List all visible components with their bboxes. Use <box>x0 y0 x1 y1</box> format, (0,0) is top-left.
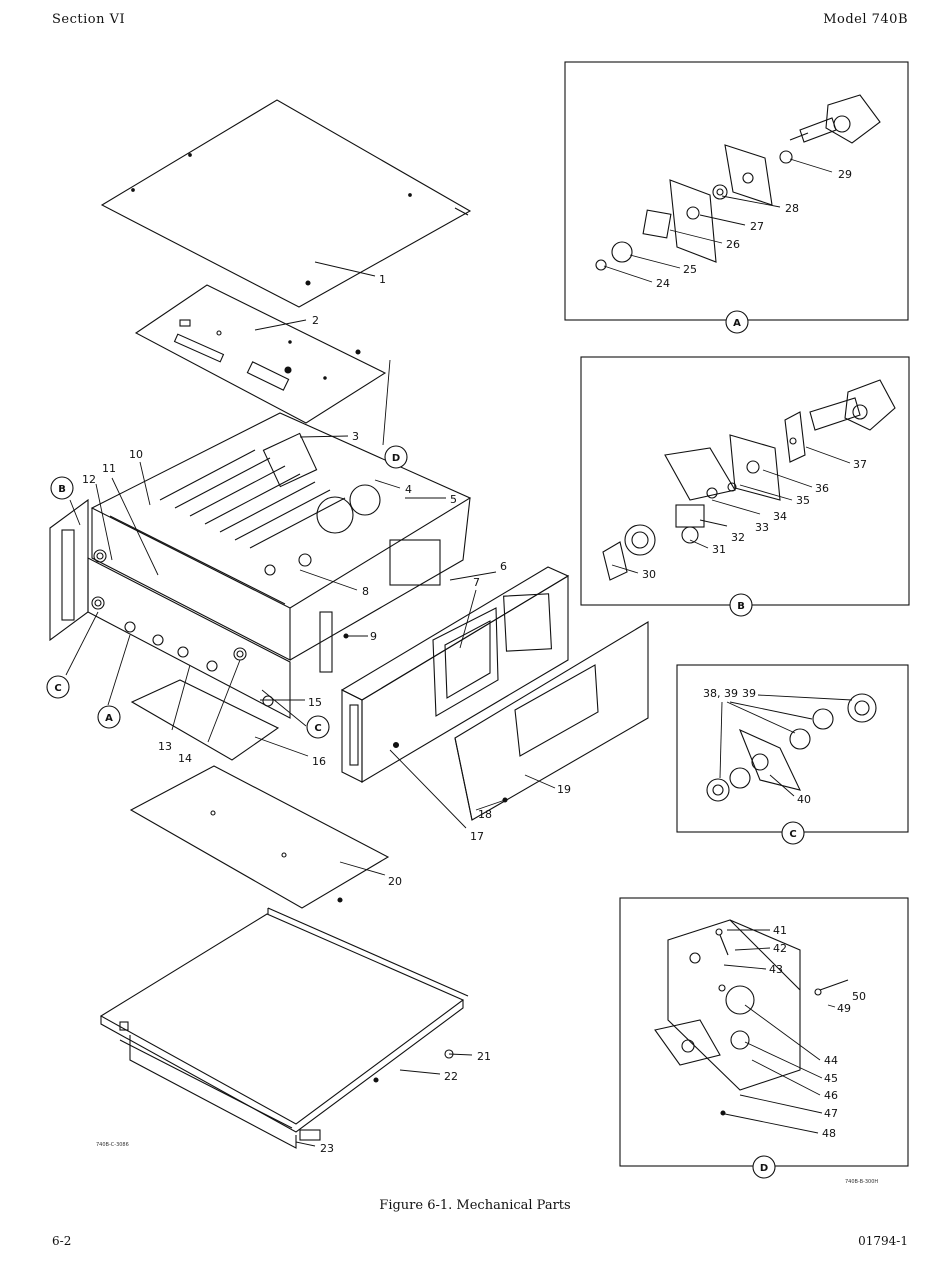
callout-18: 18 <box>478 808 492 821</box>
bottom-tray <box>101 908 468 1148</box>
callout-23: 23 <box>320 1142 334 1155</box>
detail-b-assembly <box>603 380 895 580</box>
svg-text:B: B <box>58 484 66 495</box>
callout-13: 13 <box>158 740 172 753</box>
callout-31: 31 <box>712 543 726 556</box>
callout-3: 3 <box>352 430 359 443</box>
callout-8: 8 <box>362 585 369 598</box>
callout-36: 36 <box>815 482 829 495</box>
callout-44: 44 <box>824 1054 838 1067</box>
ref-marker-c-left: C <box>47 676 69 698</box>
callout-9: 9 <box>370 630 377 643</box>
callout-50: 50 <box>852 990 866 1003</box>
figure-caption: Figure 6-1. Mechanical Parts <box>0 1198 950 1213</box>
main-chassis <box>92 413 470 672</box>
cover-screw <box>306 281 310 285</box>
drawing-number-detail: 740B-B-300H <box>845 1179 878 1185</box>
callout-29: 29 <box>838 168 852 181</box>
callout-30: 30 <box>642 568 656 581</box>
small-plate <box>132 680 278 760</box>
callout-15: 15 <box>308 696 322 709</box>
detail-marker-c: C <box>782 822 804 844</box>
detail-frame-b <box>581 357 909 605</box>
svg-text:D: D <box>760 1163 768 1174</box>
callout-20: 20 <box>388 875 402 888</box>
side-panel <box>455 622 648 820</box>
detail-marker-d: D <box>753 1156 775 1178</box>
callout-1: 1 <box>379 273 386 286</box>
callout-40: 40 <box>797 793 811 806</box>
svg-text:B: B <box>737 601 745 612</box>
detail-frame-a <box>565 62 908 320</box>
callout-38-39: 38, 39 <box>703 687 738 700</box>
callout-43: 43 <box>769 963 783 976</box>
ref-marker-d-main: D <box>385 446 407 468</box>
bottom-cover <box>131 766 388 908</box>
callout-49: 49 <box>837 1002 851 1015</box>
detail-frame-d <box>620 898 908 1166</box>
top-cover <box>102 100 470 307</box>
document-number: 01794-1 <box>858 1234 908 1248</box>
callout-26: 26 <box>726 238 740 251</box>
callout-21: 21 <box>477 1050 491 1063</box>
ref-marker-b-main: B <box>51 477 73 499</box>
inner-shield-plate <box>136 285 385 423</box>
callout-47: 47 <box>824 1107 838 1120</box>
callout-28: 28 <box>785 202 799 215</box>
callout-45: 45 <box>824 1072 838 1085</box>
callout-12: 12 <box>82 473 96 486</box>
svg-text:A: A <box>105 713 113 724</box>
callout-5: 5 <box>450 493 457 506</box>
page-number: 6-2 <box>52 1234 71 1248</box>
callout-10: 10 <box>129 448 143 461</box>
callout-34: 34 <box>773 510 787 523</box>
callout-17: 17 <box>470 830 484 843</box>
callout-16: 16 <box>312 755 326 768</box>
callout-14: 14 <box>178 752 192 765</box>
svg-text:C: C <box>54 683 61 694</box>
callout-24: 24 <box>656 277 670 290</box>
detail-marker-a: A <box>726 311 748 333</box>
callout-37: 37 <box>853 458 867 471</box>
callout-39: 39 <box>742 687 756 700</box>
callout-48: 48 <box>822 1127 836 1140</box>
callout-19: 19 <box>557 783 571 796</box>
detail-marker-b: B <box>730 594 752 616</box>
svg-text:A: A <box>733 318 741 329</box>
callout-2: 2 <box>312 314 319 327</box>
callout-46: 46 <box>824 1089 838 1102</box>
callout-42: 42 <box>773 942 787 955</box>
callout-7: 7 <box>473 576 480 589</box>
callout-22: 22 <box>444 1070 458 1083</box>
ref-marker-c-main: C <box>307 716 329 738</box>
rear-panel <box>342 567 568 782</box>
callout-6: 6 <box>500 560 507 573</box>
front-panel <box>50 500 290 718</box>
svg-text:D: D <box>392 453 400 464</box>
detail-c-assembly <box>707 694 876 801</box>
callout-33: 33 <box>755 521 769 534</box>
callout-11: 11 <box>102 462 116 475</box>
callout-32: 32 <box>731 531 745 544</box>
drawing-number-main: 740B-C-3086 <box>96 1142 129 1148</box>
callout-41: 41 <box>773 924 787 937</box>
svg-text:C: C <box>789 829 796 840</box>
svg-text:C: C <box>314 723 321 734</box>
callout-35: 35 <box>796 494 810 507</box>
ref-marker-a-main: A <box>98 706 120 728</box>
callout-27: 27 <box>750 220 764 233</box>
callout-4: 4 <box>405 483 412 496</box>
callout-25: 25 <box>683 263 697 276</box>
